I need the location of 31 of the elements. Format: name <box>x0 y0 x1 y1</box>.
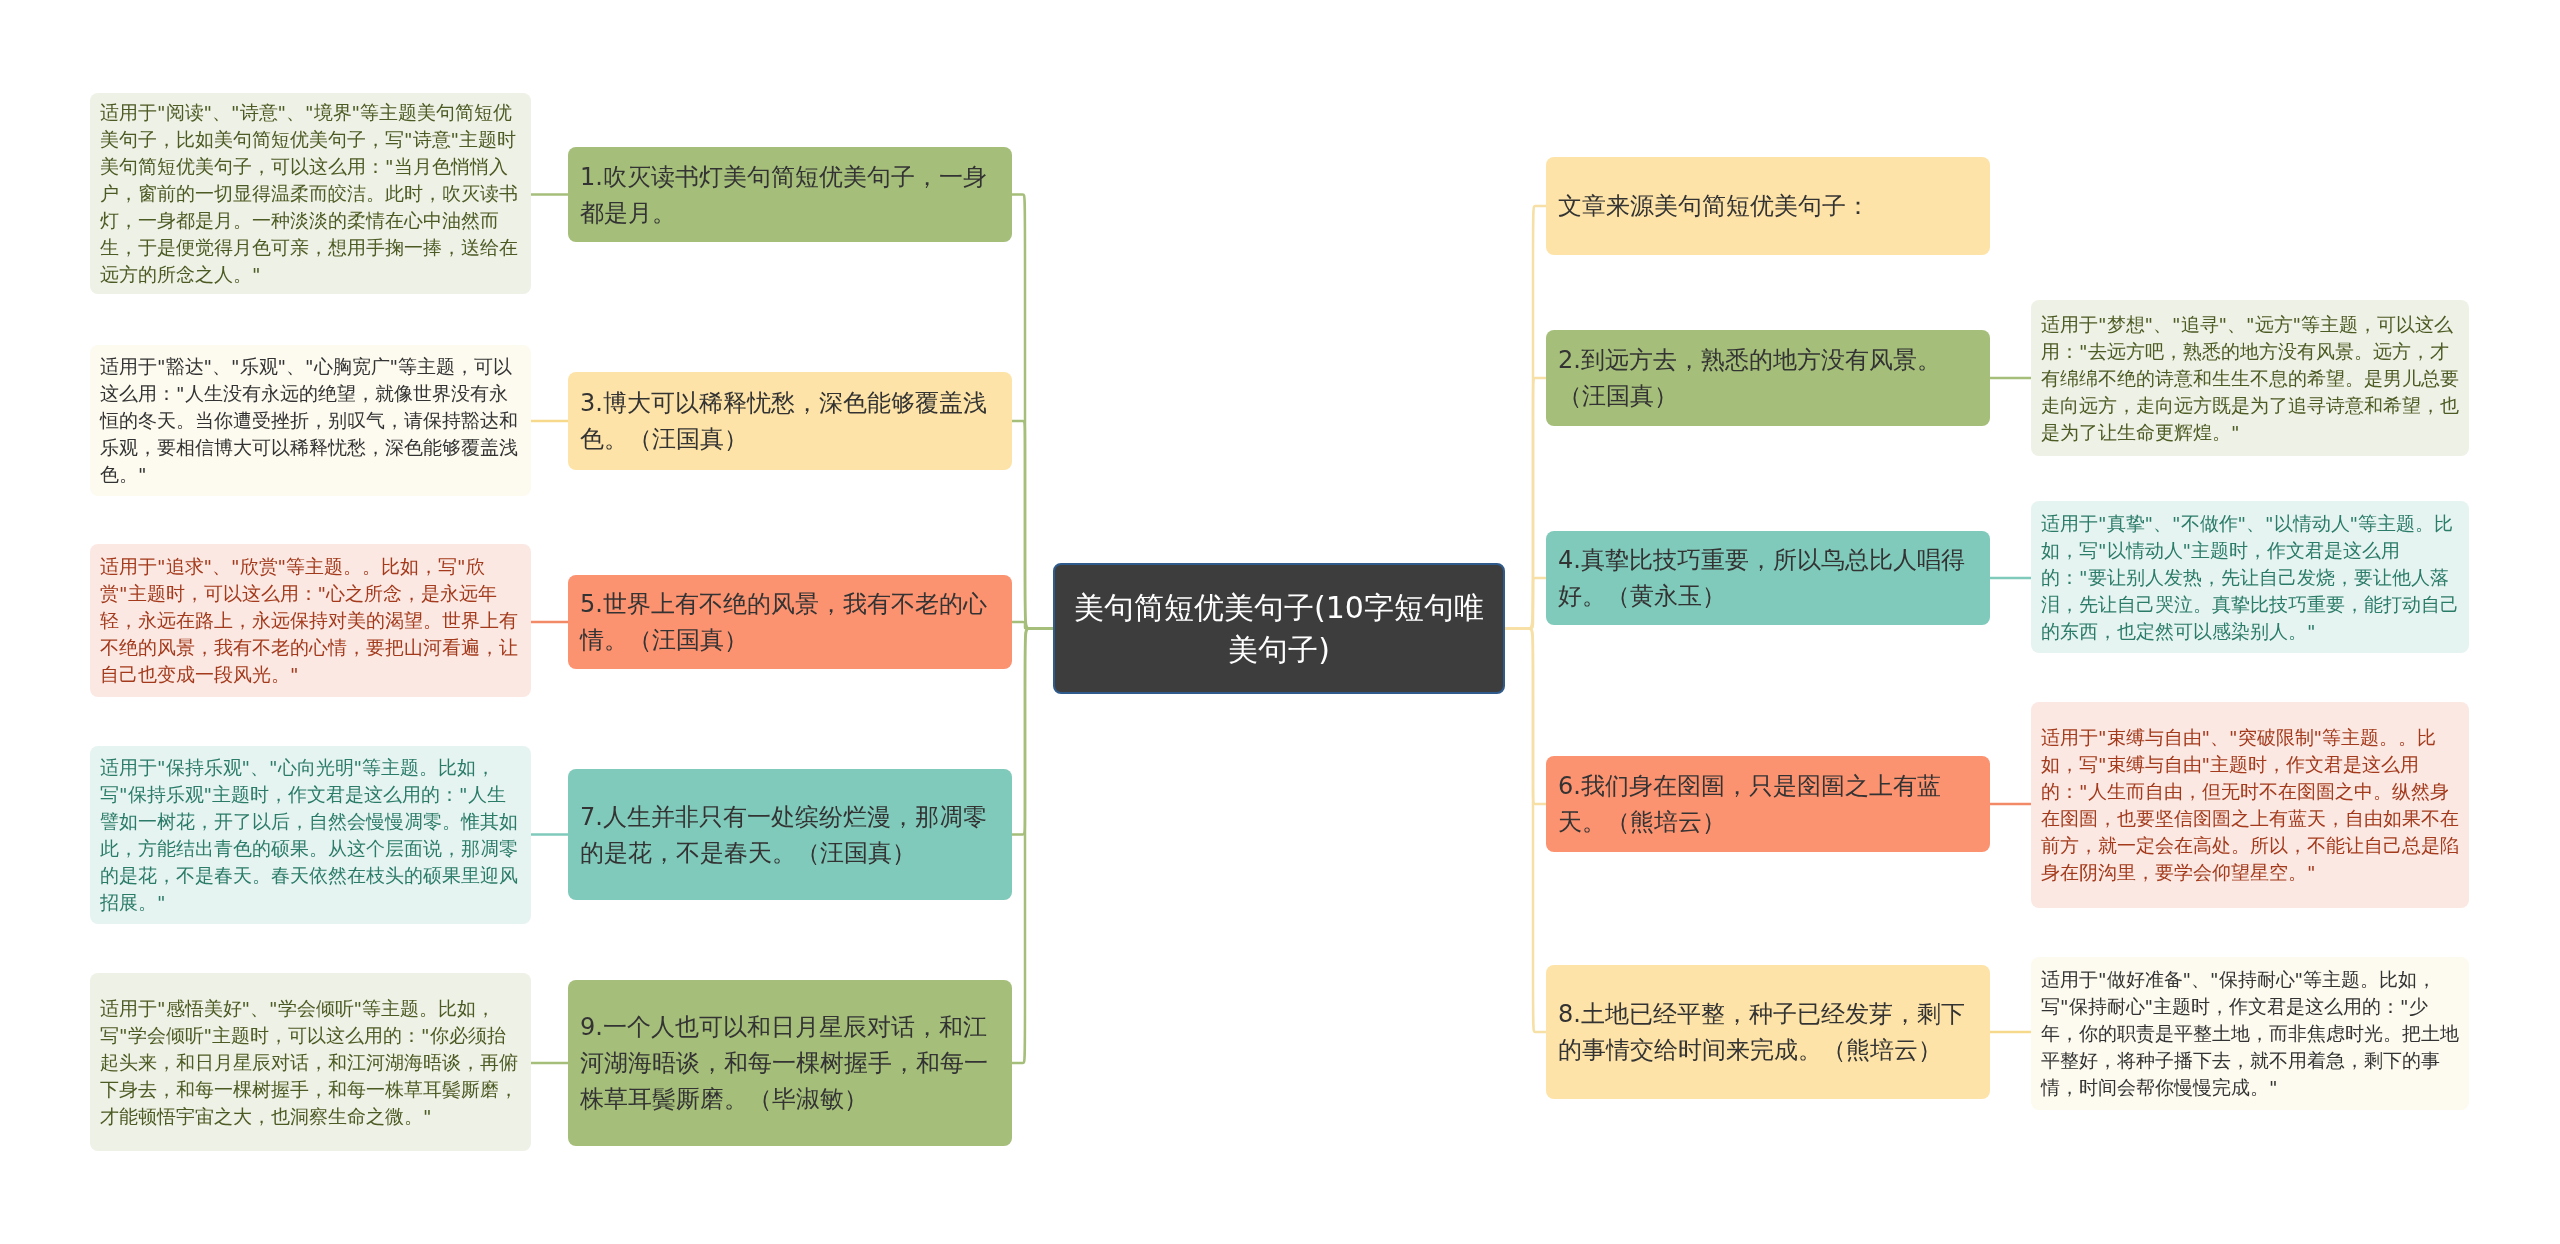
branch-box: 8.土地已经平整，种子已经发芽，剩下的事情交给时间来完成。（熊培云） <box>1546 965 1990 1099</box>
note-box: 适用于"保持乐观"、"心向光明"等主题。比如，写"保持乐观"主题时，作文君是这么用的："人生譬如一树花，开了以后，自然会慢慢凋零。惟其如此，方能结出青色的硕果。从这个层面说，那凋零的是花，不是春天。春天依然在枝头的硕果里迎风招展。" <box>90 746 531 924</box>
connector-line <box>531 1061 568 1065</box>
connector-line <box>531 193 568 196</box>
note-box: 适用于"豁达"、"乐观"、"心胸宽广"等主题，可以这么用："人生没有永远的绝望，就像世界没有永恒的冬天。当你遭受挫折，别叹气，请保持豁达和乐观，要相信博大可以稀释忧愁，深色能够覆盖浅色。" <box>90 345 531 496</box>
connector-line <box>531 833 568 836</box>
note-box: 适用于"追求"、"欣赏"等主题。。比如，写"欣赏"主题时，可以这么用："心之所念，是永远年轻，永远在路上，永远保持对美的渴望。世界上有不绝的风景，我有不老的心情，要把山河看遍，让自己也变成一段风光。" <box>90 544 531 697</box>
connector-line <box>1990 576 2031 580</box>
branch-box: 5.世界上有不绝的风景，我有不老的心情。（汪国真） <box>568 575 1012 669</box>
connector-line <box>1990 1030 2031 1034</box>
branch-box: 文章来源美句简短优美句子： <box>1546 157 1990 255</box>
branch-box: 7.人生并非只有一处缤纷烂漫，那凋零的是花，不是春天。（汪国真） <box>568 769 1012 900</box>
branch-box: 3.博大可以稀释忧愁，深色能够覆盖浅色。（汪国真） <box>568 372 1012 470</box>
branch-box: 6.我们身在囹圄，只是囹圄之上有蓝天。（熊培云） <box>1546 756 1990 852</box>
note-box: 适用于"阅读"、"诗意"、"境界"等主题美句简短优美句子，比如美句简短优美句子，写"诗意"主题时美句简短优美句子，可以这么用："当月色悄悄入户，窗前的一切显得温柔而皎洁。此时，吹灭读书灯，一身都是月。一种淡淡的柔情在心中油然而生，于是便觉得月色可亲，想用手掬一捧，送给在远方的所念之人。" <box>90 93 531 294</box>
branch-box: 1.吹灭读书灯美句简短优美句子，一身都是月。 <box>568 147 1012 242</box>
connector-line <box>1990 802 2031 806</box>
branch-box: 9.一个人也可以和日月星辰对话，和江河湖海晤谈，和每一棵树握手，和每一株草耳鬓厮磨。（毕淑敏） <box>568 980 1012 1146</box>
central-topic-box: 美句简短优美句子(10字短句唯美句子) <box>1053 563 1505 694</box>
note-box: 适用于"真挚"、"不做作"、"以情动人"等主题。比如，写"以情动人"主题时，作文君是这么用的："要让别人发热，先让自己发烧，要让他人落泪，先让自己哭泣。真挚比技巧重要，能打动自己的东西，也定然可以感染别人。" <box>2031 501 2469 653</box>
connector-line <box>531 620 568 624</box>
note-box: 适用于"做好准备"、"保持耐心"等主题。比如，写"保持耐心"主题时，作文君是这么用的："少年，你的职责是平整土地，而非焦虑时光。把土地平整好，将种子播下去，就不用着急，剩下的事情，时间会帮你慢慢完成。" <box>2031 957 2469 1110</box>
note-box: 适用于"感悟美好"、"学会倾听"等主题。比如，写"学会倾听"主题时，可以这么用的："你必须抬起头来，和日月星辰对话，和江河湖海晤谈，再俯下身去，和每一棵树握手，和每一株草耳鬓厮磨，才能顿悟宇宙之大，也洞察生命之微。" <box>90 973 531 1151</box>
note-box: 适用于"束缚与自由"、"突破限制"等主题。。比如，写"束缚与自由"主题时，作文君是这么用的："人生而自由，但无时不在囹圄之中。纵然身在囹圄，也要坚信囹圄之上有蓝天，自由如果不在前方，就一定会在高处。所以，不能让自己总是陷身在阴沟里，要学会仰望星空。" <box>2031 702 2469 908</box>
branch-box: 2.到远方去，熟悉的地方没有风景。（汪国真） <box>1546 330 1990 426</box>
connector-line <box>531 419 568 423</box>
connector-line <box>1990 376 2031 380</box>
branch-box: 4.真挚比技巧重要，所以鸟总比人唱得好。（黄永玉） <box>1546 531 1990 625</box>
note-box: 适用于"梦想"、"追寻"、"远方"等主题，可以这么用："去远方吧，熟悉的地方没有风景。远方，才有绵绵不绝的诗意和生生不息的希望。是男儿总要走向远方，走向远方既是为了追寻诗意和希望，也是为了让生命更辉煌。" <box>2031 300 2469 456</box>
connector-line <box>1505 627 1546 1034</box>
connector-line <box>1012 627 1053 1065</box>
